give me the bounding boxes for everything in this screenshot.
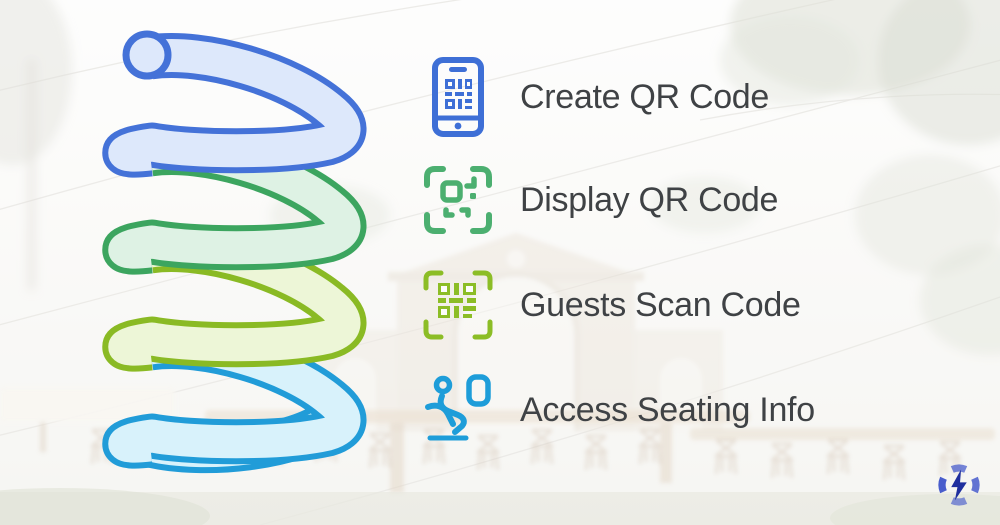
step-row-create-qr: Create QR Code xyxy=(418,52,769,142)
foliage xyxy=(0,0,1000,355)
logo-arc xyxy=(950,497,968,506)
grass xyxy=(0,488,1000,525)
logo-arc xyxy=(938,476,947,494)
brand-logo xyxy=(938,464,980,506)
spiral-tube-end-cap xyxy=(122,30,172,80)
seated-person-icon xyxy=(425,374,491,441)
step-row-guests-scan: Guests Scan Code xyxy=(418,260,801,350)
step-label: Create QR Code xyxy=(520,77,770,116)
step-label: Display QR Code xyxy=(520,180,779,219)
qr-scan-frame-icon xyxy=(424,166,492,234)
step-label: Guests Scan Code xyxy=(520,285,801,324)
step-label: Access Seating Info xyxy=(520,390,815,429)
step-row-access-seating: Access Seating Info xyxy=(418,365,815,455)
qr-code-brackets-icon xyxy=(423,270,493,340)
lightning-bolt-icon xyxy=(951,469,967,501)
step-row-display-qr: Display QR Code xyxy=(418,155,778,245)
logo-arc xyxy=(950,464,968,473)
phone-qr-icon xyxy=(432,57,484,137)
spiral-coil-graphic xyxy=(102,30,367,474)
logo-arc xyxy=(971,476,980,494)
